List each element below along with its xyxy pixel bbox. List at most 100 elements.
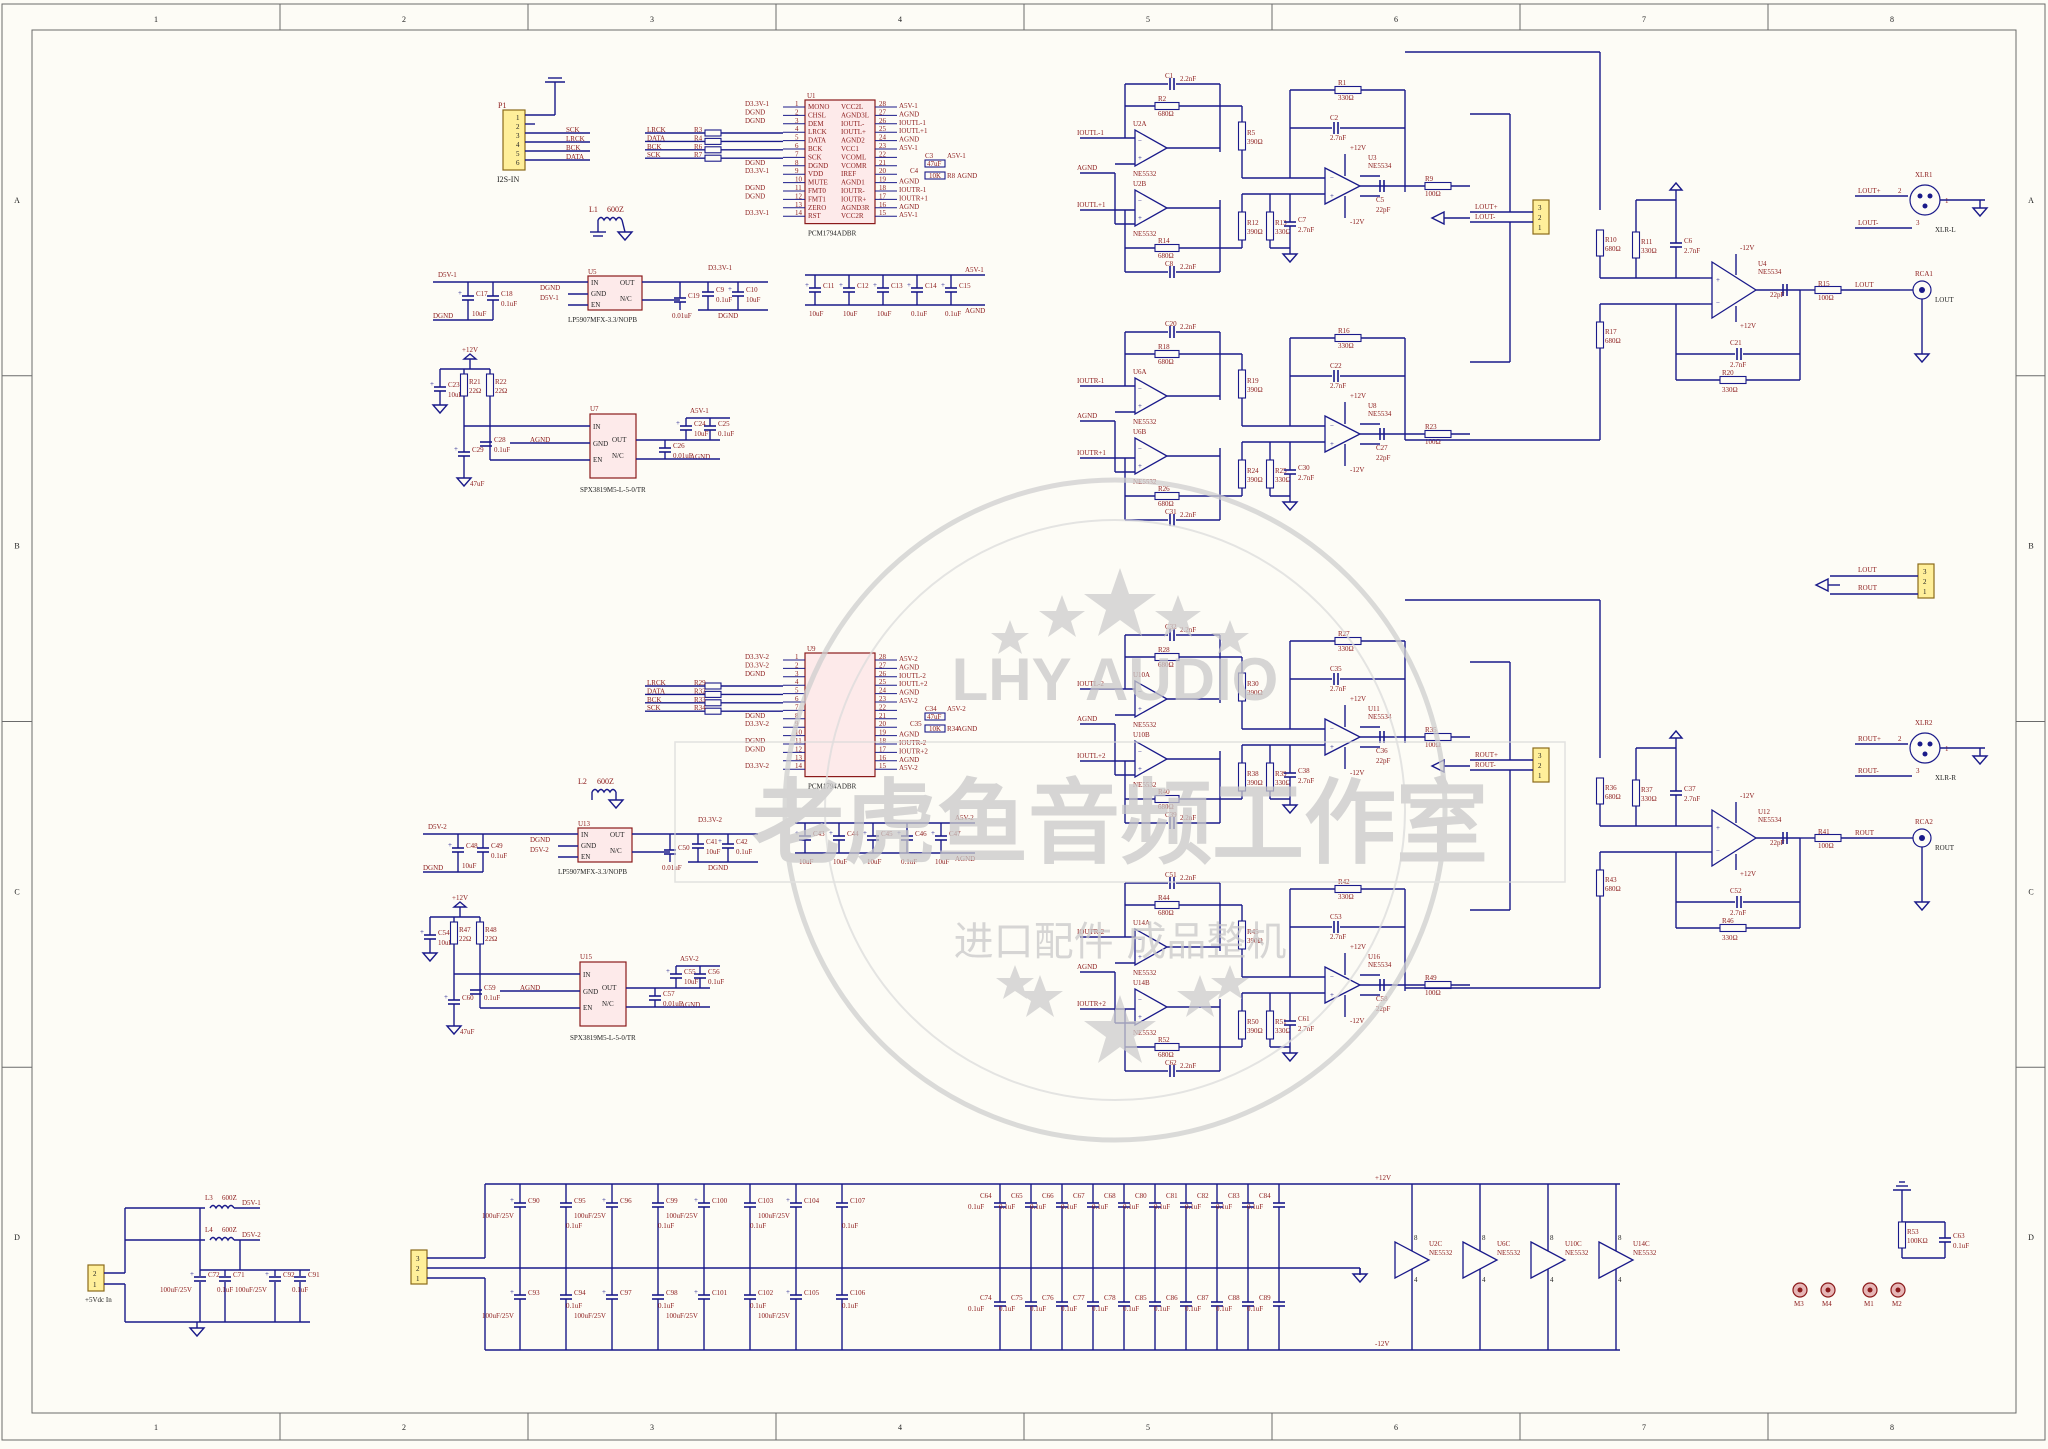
dac-pin-num: 10 <box>795 729 803 737</box>
bus-label: DATA <box>647 687 665 695</box>
capacitor-ref: C92 <box>283 1271 295 1279</box>
dac-pin-num: 4 <box>795 125 799 133</box>
vcom-capacitor <box>924 712 946 721</box>
vcom-ref: C35 <box>910 720 922 728</box>
cap-value: 0.1uF <box>750 1302 766 1310</box>
cap-ref: C5 <box>1376 196 1385 204</box>
capacitor-ref: C15 <box>959 282 971 290</box>
column-label: 8 <box>1890 15 1894 24</box>
hole-ref: M3 <box>1794 1300 1804 1308</box>
iv-input: IOUTL-1 <box>1077 129 1104 137</box>
dac-pin-num: 1 <box>795 100 799 108</box>
cap-value: 22pF <box>1770 839 1785 847</box>
resistor <box>1237 1010 1247 1040</box>
opamp-minus: − <box>1330 725 1334 733</box>
rail-pin: 3 <box>416 1255 420 1263</box>
resistor-ref: R45 <box>1247 928 1259 936</box>
iref-ref: R34 <box>947 725 959 733</box>
watermark-title: 老虎鱼音频工作室 <box>752 770 1488 877</box>
opamp-u2b <box>1134 987 1169 1027</box>
dac-pin-num: 19 <box>879 729 887 737</box>
row-label: D <box>2028 1233 2034 1242</box>
cap-ref: C64 <box>980 1192 992 1200</box>
resistor <box>1595 229 1605 257</box>
cap-value: 2.7nF <box>1730 361 1746 369</box>
ldo-pin: OUT <box>612 436 627 444</box>
res-ref: R52 <box>1158 1036 1170 1044</box>
opamp-ref: U3 <box>1368 154 1377 162</box>
ground-symbol <box>455 477 473 488</box>
dac-ref: U1 <box>807 92 816 100</box>
jumper-pin: 2 <box>1538 762 1542 770</box>
dec-net: AGND <box>965 307 985 315</box>
res-ref: R20 <box>1722 369 1734 377</box>
cap-ref: C74 <box>980 1294 992 1302</box>
cap-value: 100uF/25V <box>482 1312 514 1320</box>
cap-value: 0.1uF <box>901 858 917 866</box>
resistor <box>1334 884 1362 894</box>
cap-value: 100uF/25V <box>574 1212 606 1220</box>
opamp-ref: U14C <box>1633 1240 1650 1248</box>
opamp-part: NE5532 <box>1133 170 1157 178</box>
power-caption: +5Vdc In <box>85 1296 112 1304</box>
dac-pin-num: 16 <box>879 754 887 762</box>
bus-label: SCK <box>647 151 661 159</box>
cap-value: 100uF/25V <box>574 1312 606 1320</box>
bus-label: BCK <box>647 696 661 704</box>
vcom-ref: C34 <box>925 705 937 713</box>
resistor <box>1154 900 1180 910</box>
jumper-pin: 2 <box>1538 214 1542 222</box>
jumper-net: ROUT- <box>1475 761 1496 769</box>
dac-net: AGND <box>899 136 919 144</box>
capacitor-value: 10uF <box>448 391 463 399</box>
cap-value: 0.1uF <box>1247 1203 1263 1211</box>
opamp-u2a <box>1134 927 1169 967</box>
watermark-stars <box>991 568 1249 1063</box>
bus-resistor <box>704 146 722 154</box>
dac-pin-num: 4 <box>795 678 799 686</box>
dac-part: PCM1794ADBR <box>808 230 857 238</box>
cap-value: 0.1uF <box>1185 1203 1201 1211</box>
cap-value: 0.1uF <box>1154 1305 1170 1313</box>
cap-ref: C53 <box>1330 913 1342 921</box>
capacitor-value: 0.01uF <box>663 1000 683 1008</box>
opamp-ref: U16 <box>1368 953 1381 961</box>
ldo-net: DGND <box>433 312 453 320</box>
capacitor-value: 10uF <box>706 848 721 856</box>
res-value: 100Ω <box>1425 438 1441 446</box>
dac-pin-name: FMT1 <box>808 195 826 203</box>
cap-ref: C85 <box>1135 1294 1147 1302</box>
xlr-pin <box>1922 751 1928 757</box>
cap-value: 2.2nF <box>1180 263 1196 271</box>
opamp-ref: U14A <box>1133 919 1150 927</box>
resistor <box>1154 1042 1180 1052</box>
capacitor-value: 0.1uF <box>491 852 507 860</box>
opamp-part: NE5532 <box>1133 230 1157 238</box>
capacitor-ref: C47 <box>949 830 961 838</box>
rail-label: -12V <box>1350 1017 1364 1025</box>
hole-ref: M1 <box>1864 1300 1874 1308</box>
capacitor-value: 0.1uF <box>718 430 734 438</box>
bus-resistor-ref: R6 <box>694 143 703 151</box>
capacitor-value: 2.7nF <box>1684 795 1700 803</box>
rail-header <box>410 1249 428 1285</box>
resistor-value: 100KΩ <box>1907 1237 1928 1245</box>
row-label: C <box>2028 887 2033 896</box>
dac-pin-name: MONO <box>808 103 829 111</box>
resistor-value: 680Ω <box>1605 885 1621 893</box>
resistor <box>1334 333 1362 343</box>
inductor <box>209 1204 235 1210</box>
cap-value: 10uF <box>462 862 477 870</box>
capacitor-value: 10uF <box>684 978 699 986</box>
resistor-value: 390Ω <box>1247 476 1263 484</box>
opamp-u2b <box>1134 436 1169 476</box>
ground-symbol <box>188 1327 206 1338</box>
polarity-mark: + <box>829 829 833 837</box>
polarity-mark: + <box>931 829 935 837</box>
capacitor-ref: C72 <box>208 1271 220 1279</box>
opamp-u2a <box>1134 679 1169 719</box>
dac-pin-name: VDD <box>808 170 823 178</box>
resistor <box>1154 349 1180 359</box>
resistor-value: 330Ω <box>1275 779 1291 787</box>
